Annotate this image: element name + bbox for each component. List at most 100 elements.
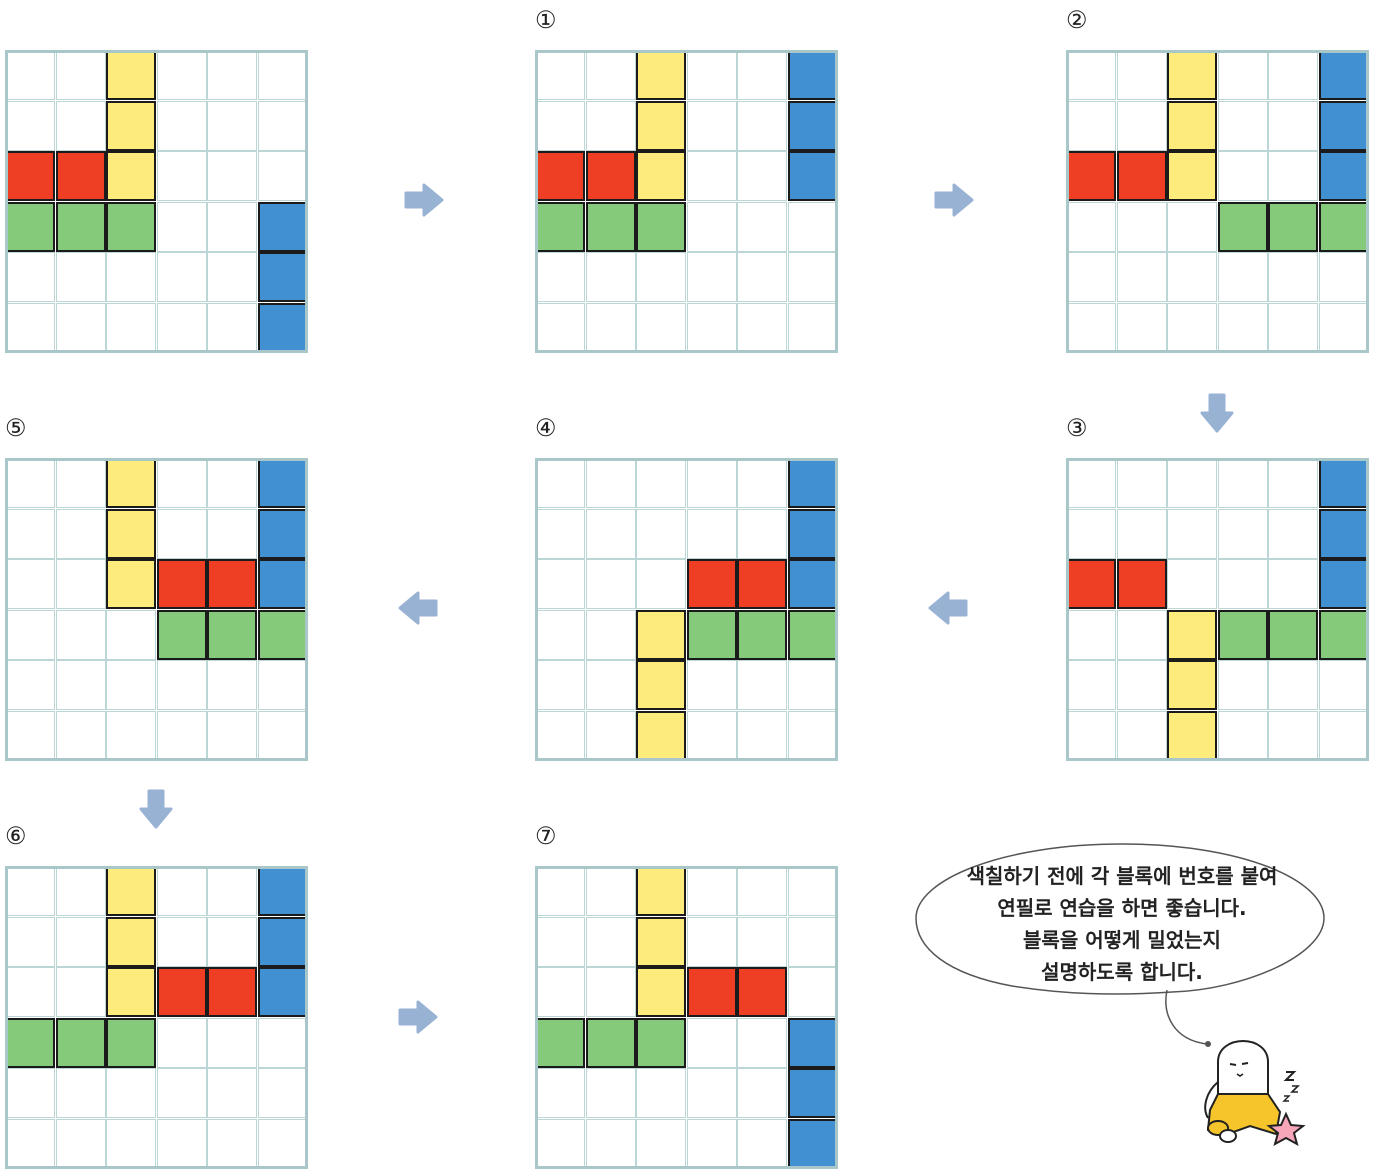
- grid-cell: [535, 1068, 585, 1118]
- arrow-shape: [930, 593, 966, 623]
- yellow-block-cell: [636, 711, 686, 761]
- red-block-cell: [157, 967, 207, 1017]
- grid-cell: [207, 252, 257, 302]
- grid-cell: [1218, 458, 1268, 508]
- grid-cell: [636, 1119, 686, 1169]
- grid-cell: [687, 1068, 737, 1118]
- green-block-cell: [106, 1018, 156, 1068]
- grid-cell: [687, 151, 737, 201]
- grid-cell: [535, 458, 585, 508]
- grid-cell: [258, 711, 308, 761]
- puzzle-board-start: [5, 50, 308, 353]
- grid-cell: [5, 252, 55, 302]
- grid-cell: [788, 917, 838, 967]
- grid-cell: [258, 1068, 308, 1118]
- grid-cell: [687, 866, 737, 916]
- grid-cell: [1268, 101, 1318, 151]
- grid-cell: [586, 50, 636, 100]
- grid-cell: [258, 1018, 308, 1068]
- grid-cell: [586, 1119, 636, 1169]
- grid-cell: [207, 50, 257, 100]
- grid-cell: [56, 101, 106, 151]
- hint-line-1: 색칠하기 전에 각 블록에 번호를 붙여: [930, 860, 1314, 892]
- grid-cell: [586, 509, 636, 559]
- hint-text: 색칠하기 전에 각 블록에 번호를 붙여 연필로 연습을 하면 좋습니다. 블록…: [930, 860, 1314, 988]
- red-block-cell: [1066, 151, 1116, 201]
- grid-cell: [636, 458, 686, 508]
- grid-cell: [1218, 559, 1268, 609]
- grid-cell: [5, 967, 55, 1017]
- arrow-down-icon: [1200, 393, 1234, 433]
- red-block-cell: [56, 151, 106, 201]
- blue-block-cell: [788, 1119, 838, 1169]
- grid-cell: [1319, 660, 1369, 710]
- grid-cell: [1268, 711, 1318, 761]
- blue-block-cell: [258, 866, 308, 916]
- grid-cell: [1066, 303, 1116, 353]
- grid-cell: [1268, 660, 1318, 710]
- grid-cell: [737, 458, 787, 508]
- grid-cell: [157, 1018, 207, 1068]
- grid-cell: [687, 303, 737, 353]
- grid-cell: [56, 1068, 106, 1118]
- grid-cell: [586, 303, 636, 353]
- grid-cell: [737, 1119, 787, 1169]
- hint-line-4: 설명하도록 합니다.: [930, 956, 1314, 988]
- green-block-cell: [737, 610, 787, 660]
- yellow-block-cell: [106, 559, 156, 609]
- grid-cell: [1167, 509, 1217, 559]
- grid-cell: [737, 50, 787, 100]
- red-block-cell: [207, 559, 257, 609]
- grid-cell: [157, 252, 207, 302]
- grid-cell: [207, 711, 257, 761]
- red-block-cell: [535, 151, 585, 201]
- grid-cell: [157, 151, 207, 201]
- grid-cell: [586, 610, 636, 660]
- grid-cell: [788, 866, 838, 916]
- green-block-cell: [586, 202, 636, 252]
- yellow-block-cell: [106, 917, 156, 967]
- yellow-block-cell: [636, 866, 686, 916]
- arrow-shape: [406, 185, 442, 215]
- blue-block-cell: [788, 1018, 838, 1068]
- grid-cell: [586, 711, 636, 761]
- arrow-shape: [141, 791, 171, 827]
- green-block-cell: [1268, 202, 1318, 252]
- grid-cell: [788, 252, 838, 302]
- blue-block-cell: [258, 458, 308, 508]
- grid-cell: [5, 509, 55, 559]
- green-block-cell: [157, 610, 207, 660]
- grid-cell: [1268, 458, 1318, 508]
- grid-cell: [1066, 610, 1116, 660]
- grid-cell: [1167, 252, 1217, 302]
- grid-cell: [788, 967, 838, 1017]
- grid-cell: [1268, 252, 1318, 302]
- grid-cell: [737, 1018, 787, 1068]
- grid-cell: [207, 1018, 257, 1068]
- puzzle-board-6: [5, 866, 308, 1169]
- grid-cell: [56, 559, 106, 609]
- yellow-block-cell: [1167, 610, 1217, 660]
- green-block-cell: [207, 610, 257, 660]
- grid-cell: [106, 252, 156, 302]
- grid-cell: [106, 711, 156, 761]
- grid-cell: [157, 1068, 207, 1118]
- grid-cell: [1218, 151, 1268, 201]
- grid-cell: [1117, 303, 1167, 353]
- puzzle-board-4: [535, 458, 838, 761]
- grid-cell: [207, 917, 257, 967]
- grid-cell: [157, 202, 207, 252]
- grid-cell: [5, 866, 55, 916]
- grid-cell: [1066, 509, 1116, 559]
- blue-block-cell: [788, 559, 838, 609]
- puzzle-board-2: [1066, 50, 1369, 353]
- grid-cell: [56, 458, 106, 508]
- grid-cell: [258, 151, 308, 201]
- red-block-cell: [586, 151, 636, 201]
- puzzle-board-1: [535, 50, 838, 353]
- grid-cell: [687, 1119, 737, 1169]
- red-block-cell: [687, 967, 737, 1017]
- grid-cell: [586, 1068, 636, 1118]
- grid-cell: [1268, 509, 1318, 559]
- green-block-cell: [258, 610, 308, 660]
